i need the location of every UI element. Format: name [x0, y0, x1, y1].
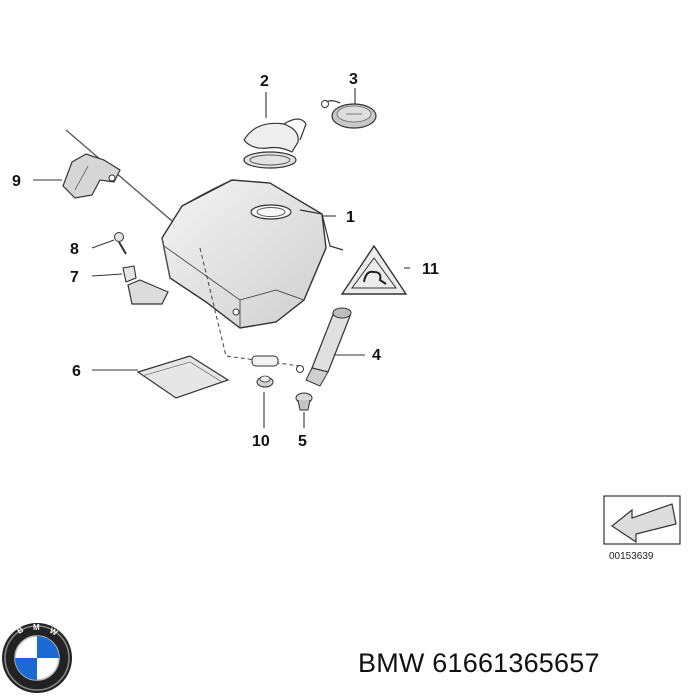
grommet-part-10	[251, 355, 279, 388]
pad-part-6	[136, 355, 230, 399]
grommet-part-5	[295, 392, 313, 411]
callout-5: 5	[298, 433, 307, 450]
callout-10: 10	[252, 433, 270, 450]
part-caption: BMW 61661365657	[358, 648, 600, 679]
part-number: 61661365657	[432, 648, 600, 678]
diagram-reference-number: 00153639	[609, 551, 654, 562]
clip-part-7	[122, 265, 137, 283]
warning-label-part-11	[340, 244, 408, 295]
callout-11: 11	[422, 261, 439, 278]
callout-4: 4	[372, 347, 381, 364]
callout-6: 6	[72, 363, 81, 380]
direction-arrow-box	[603, 495, 681, 545]
cap-part-3	[321, 100, 377, 129]
svg-text:M: M	[33, 623, 40, 632]
screw-part-8	[114, 232, 127, 255]
cap-part-2	[243, 118, 307, 169]
callout-7: 7	[70, 269, 79, 286]
svg-text:B: B	[16, 625, 26, 636]
reservoir-part-1	[127, 179, 344, 367]
callout-2: 2	[260, 73, 269, 90]
callout-1: 1	[346, 209, 355, 226]
pump-part-4	[296, 307, 352, 387]
callout-8: 8	[70, 241, 79, 258]
svg-text:W: W	[48, 626, 59, 638]
bmw-logo-icon: B M W	[2, 623, 72, 693]
brand-name: BMW	[358, 648, 425, 678]
leader-lines	[33, 88, 410, 428]
callout-9: 9	[12, 173, 21, 190]
callout-3: 3	[349, 71, 358, 88]
